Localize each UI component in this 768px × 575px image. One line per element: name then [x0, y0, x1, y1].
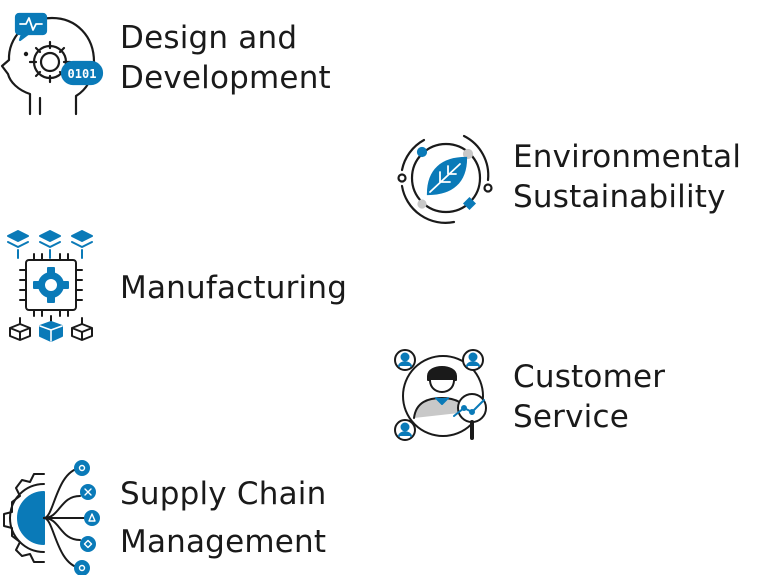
feature-label: Manufacturing: [120, 267, 347, 309]
feature-label: Customer Service: [513, 356, 665, 438]
feature-label-line2: Sustainability: [513, 179, 726, 215]
feature-label-line2: Development: [120, 60, 331, 96]
customer-network-icon: [390, 346, 496, 446]
feature-label-line1: Design and: [120, 20, 298, 56]
chip-gear-icon: [4, 228, 98, 346]
head-gear-icon: 0101: [0, 10, 104, 118]
feature-label: Design and Development: [120, 17, 331, 99]
feature-label-line2: Management: [120, 524, 327, 560]
feature-label-line1: Environmental: [513, 139, 742, 175]
feature-label-line2: Service: [513, 399, 629, 435]
feature-label-line1: Supply Chain: [120, 476, 327, 512]
feature-label-line1: Customer: [513, 359, 666, 395]
feature-label: Environmental Sustainability: [513, 136, 741, 218]
feature-label: Supply Chain Management: [120, 473, 326, 563]
svg-text:0101: 0101: [68, 67, 97, 81]
gear-network-icon: [0, 456, 104, 575]
leaf-cycle-icon: [394, 130, 494, 226]
feature-label-line1: Manufacturing: [120, 270, 348, 306]
